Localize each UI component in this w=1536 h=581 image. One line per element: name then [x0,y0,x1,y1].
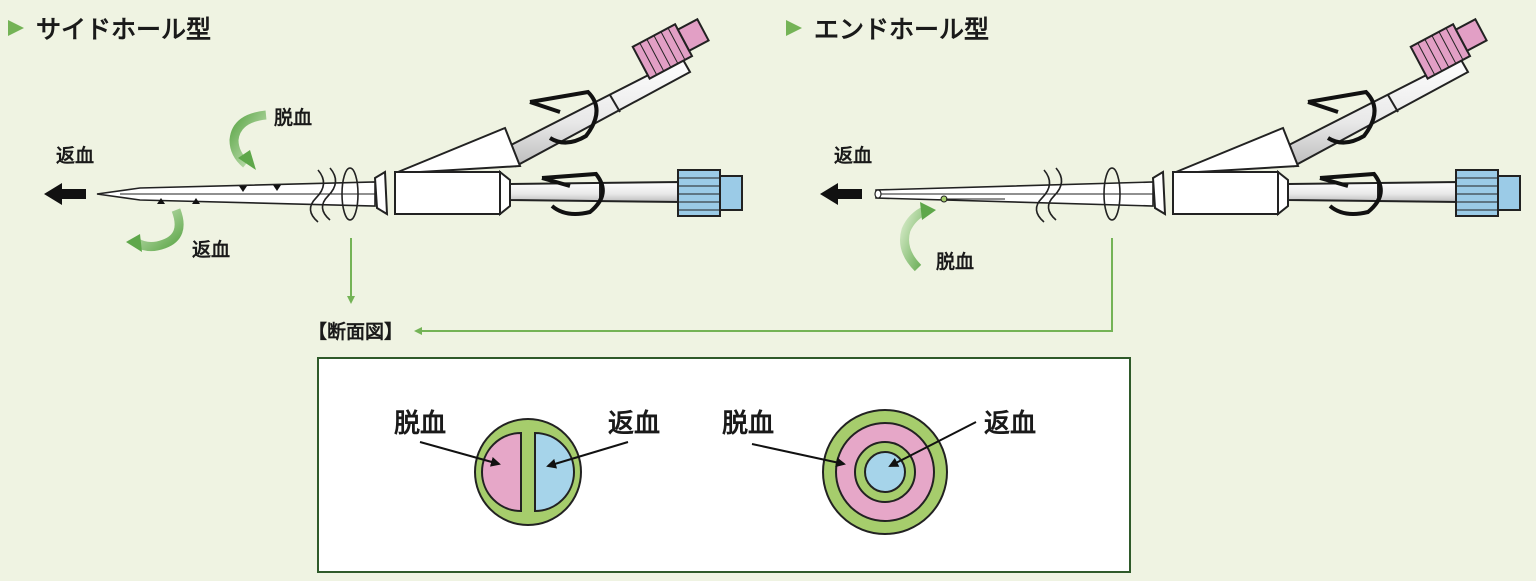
upper-extension-tube [503,17,710,168]
break-marks [309,167,359,223]
right-title: エンドホール型 [786,15,989,44]
side-holes [157,185,281,204]
return-curve-arrow [133,208,184,252]
pink-hub [631,17,710,80]
right-draw-label: 脱血 [936,250,974,273]
blue-hub [1455,169,1521,217]
left-return-label-bottom: 返血 [192,238,230,261]
upper-clamp [1307,89,1377,145]
cross-section-label: 【断面図】 [308,320,403,343]
lower-clamp [1319,171,1383,216]
left-title: サイドホール型 [8,15,211,44]
draw-curve-arrow [900,205,928,272]
hub-body [1172,171,1279,215]
left-title-text: サイドホール型 [36,15,211,44]
return-lumen [534,431,575,513]
upper-extension-tube [1281,17,1488,168]
pointer-line-right [414,238,1113,335]
lower-extension-tube [509,169,743,217]
side-hole-cross-section: 脱血 返血 [394,409,660,526]
right-return-label: 返血 [834,144,872,167]
return-lumen [864,451,906,493]
end-hole-catheter: 返血 脱血 [414,17,1521,335]
side-hole-catheter: 返血 脱血 返血 [44,17,743,304]
pink-hub [1409,17,1488,80]
play-icon [8,20,24,36]
blue-hub [677,169,743,217]
right-cs-return-label: 返血 [984,409,1036,439]
cross-section-box [317,357,1131,573]
return-arrow-left [44,183,86,205]
right-cs-draw-label: 脱血 [722,409,774,439]
left-cs-return-label: 返血 [608,409,660,439]
return-arrow-left [820,183,862,205]
end-hole-cross-section: 脱血 返血 [722,409,1036,535]
break-marks [1035,167,1121,223]
left-cs-draw-label: 脱血 [394,409,446,439]
left-return-label-top: 返血 [56,144,94,167]
lower-clamp [541,171,605,216]
right-title-text: エンドホール型 [814,15,989,44]
hub-body [394,171,501,215]
play-icon [786,20,802,36]
draw-lumen [481,431,522,513]
upper-clamp [529,89,599,145]
lower-extension-tube [1287,169,1521,217]
left-draw-label: 脱血 [274,106,312,129]
